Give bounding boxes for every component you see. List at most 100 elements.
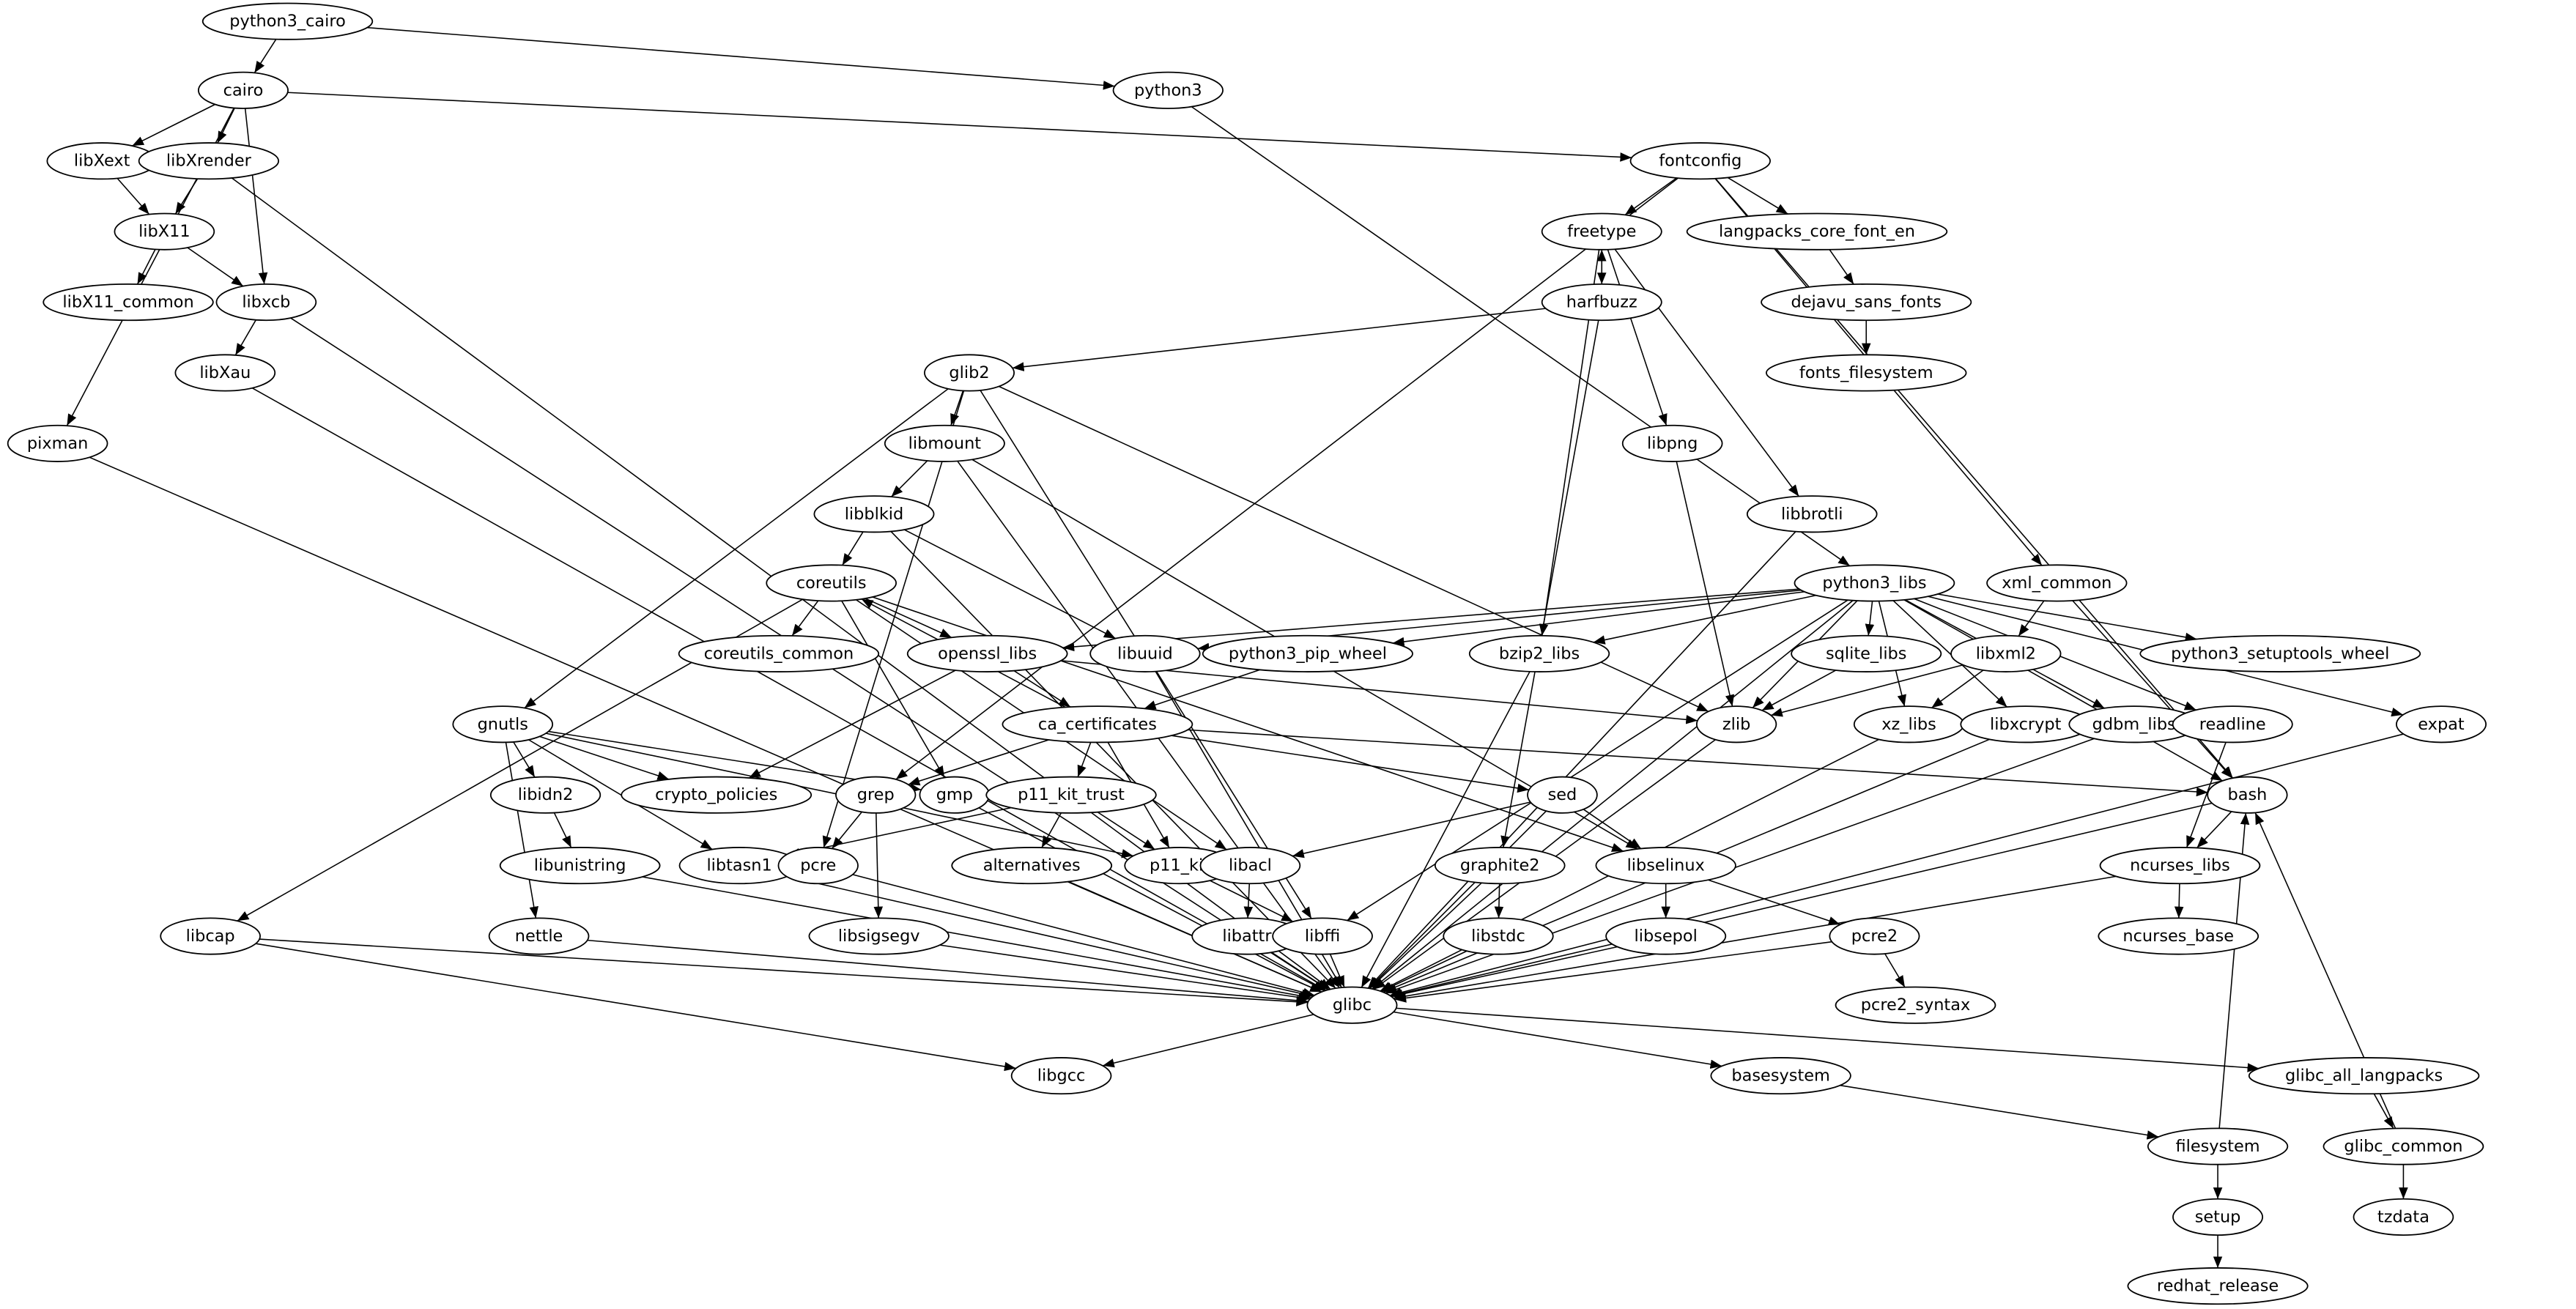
edge-libmount-to-libblkid <box>891 460 928 497</box>
edge-python3_cairo-to-python3 <box>367 26 1115 90</box>
edge-python3_libs-to-openssl_libs <box>1062 588 1799 652</box>
node-shape <box>1434 847 1566 885</box>
node-label: pcre2 <box>1851 927 1898 946</box>
node-libbrotli: libbrotli <box>1746 495 1878 533</box>
node-label: glibc <box>1333 995 1372 1015</box>
node-libmount: libmount <box>884 424 1005 462</box>
node-label: nettle <box>515 927 563 946</box>
node-label: libxcb <box>242 293 290 312</box>
node-shape <box>808 917 950 955</box>
node-libstdc: libstdc <box>1443 917 1554 955</box>
node-shape <box>1202 634 1413 672</box>
edge-bzip2_libs-to-glibc <box>1361 671 1531 988</box>
edge-gnutls-to-nettle <box>505 742 538 919</box>
node-label: libxcrypt <box>1990 715 2062 734</box>
edge-libX11-to-libX11_common <box>136 249 156 285</box>
node-label: libmount <box>908 434 982 453</box>
node-shape <box>621 776 813 814</box>
node-shape <box>1605 917 1727 955</box>
node-label: basesystem <box>1731 1067 1829 1086</box>
edge-ncurses_libs-to-glibc <box>1393 875 2117 1001</box>
edge-glib2-to-gnutls <box>524 388 949 709</box>
node-label: libsepol <box>1635 927 1698 946</box>
node-shape <box>215 283 317 322</box>
node-shape <box>1835 986 1996 1024</box>
node-libblkid: libblkid <box>813 495 935 533</box>
edge-fontconfig-to-langpacks_core_font_en <box>1727 177 1788 215</box>
node-alternatives: alternatives <box>951 847 1113 885</box>
edge-libpng-to-zlib <box>1676 461 1735 707</box>
node-label: libXext <box>74 152 130 171</box>
node-shape <box>114 212 215 251</box>
edge-graphite2-to-glibc <box>1369 882 1482 990</box>
node-tzdata: tzdata <box>2353 1198 2454 1236</box>
edge-p11_kit_trust-to-alternatives <box>1041 812 1062 848</box>
edge-sed-to-libselinux <box>1583 809 1642 850</box>
node-freetype: freetype <box>1541 212 1662 251</box>
node-shape <box>2098 917 2259 955</box>
node-shape <box>1306 986 1398 1024</box>
node-label: ncurses_base <box>2122 927 2234 946</box>
node-label: libX11_common <box>62 293 193 312</box>
edge-bash-to-glibc <box>1391 802 2213 998</box>
edge-pcre2-to-pcre2_syntax <box>1884 953 1906 988</box>
node-label: coreutils <box>796 574 867 593</box>
node-label: libxml2 <box>1976 644 2036 663</box>
edge-python3_pip_wheel-to-ca_certificates <box>1144 669 1260 710</box>
node-label: libstdc <box>1471 927 1525 946</box>
node-python3_setuptools_wheel: python3_setuptools_wheel <box>2139 634 2421 672</box>
node-libsigsegv: libsigsegv <box>808 917 950 955</box>
node-libpng: libpng <box>1621 424 1723 462</box>
edge-libxml2-to-xz_libs <box>1931 670 1984 708</box>
node-langpacks_core_font_en: langpacks_core_font_en <box>1686 212 1948 251</box>
edge-fontconfig-to-grep <box>895 177 1679 780</box>
node-libXrender: libXrender <box>138 142 280 180</box>
node-shape <box>1950 634 2062 672</box>
edge-bash-to-ncurses_libs <box>2196 811 2232 849</box>
node-ncurses_libs: ncurses_libs <box>2099 847 2261 885</box>
node-shape <box>951 847 1113 885</box>
node-label: pixman <box>27 434 88 453</box>
node-label: gnutls <box>478 715 528 734</box>
node-shape <box>1791 634 1942 672</box>
node-label: libcap <box>186 927 235 946</box>
node-fontconfig: fontconfig <box>1629 142 1771 180</box>
node-readline: readline <box>2172 705 2293 744</box>
edge-libbrotli-to-glibc <box>1367 531 1796 989</box>
node-shape <box>924 354 1015 392</box>
edge-glibc-to-basesystem <box>1393 1011 1722 1069</box>
node-label: libbrotli <box>1781 505 1843 524</box>
node-p11_kit_trust: p11_kit_trust <box>985 776 1157 814</box>
node-label: libX11 <box>138 222 190 241</box>
node-label: libacl <box>1229 856 1272 875</box>
node-fonts_filesystem: fonts_filesystem <box>1766 354 1967 392</box>
node-cairo: cairo <box>197 71 289 109</box>
edge-python3_libs-to-libxcrypt <box>1892 600 2007 708</box>
edge-pcre-to-glibc <box>852 874 1315 997</box>
edge-libcap-to-libgcc <box>255 943 1016 1072</box>
node-shape <box>884 424 1005 462</box>
node-bzip2_libs: bzip2_libs <box>1468 634 1610 672</box>
edge-xml_common-to-bash <box>2072 600 2233 779</box>
node-label: graphite2 <box>1460 856 1540 875</box>
node-shape <box>985 776 1157 814</box>
node-label: harfbuzz <box>1566 293 1637 312</box>
node-shape <box>835 776 917 814</box>
node-shape <box>488 917 590 955</box>
edge-libblkid-to-coreutils <box>842 531 864 566</box>
node-shape <box>1443 917 1554 955</box>
node-label: sed <box>1548 785 1577 804</box>
node-shape <box>499 847 661 885</box>
node-bash: bash <box>2207 776 2288 814</box>
node-label: bzip2_libs <box>1499 644 1580 663</box>
node-shape <box>1002 705 1193 744</box>
edge-sed-to-glibc <box>1368 810 1547 989</box>
edge-langpacks_core_font_en-to-dejavu_sans_fonts <box>1829 249 1854 285</box>
node-label: p11_kit <box>1150 856 1210 875</box>
node-label: alternatives <box>983 856 1081 875</box>
edge-libXext-to-libX11 <box>116 177 150 215</box>
node-shape <box>201 2 374 40</box>
edge-gnutls-to-libidn2 <box>513 741 536 778</box>
edge-libX11-to-libxcb <box>187 247 244 287</box>
